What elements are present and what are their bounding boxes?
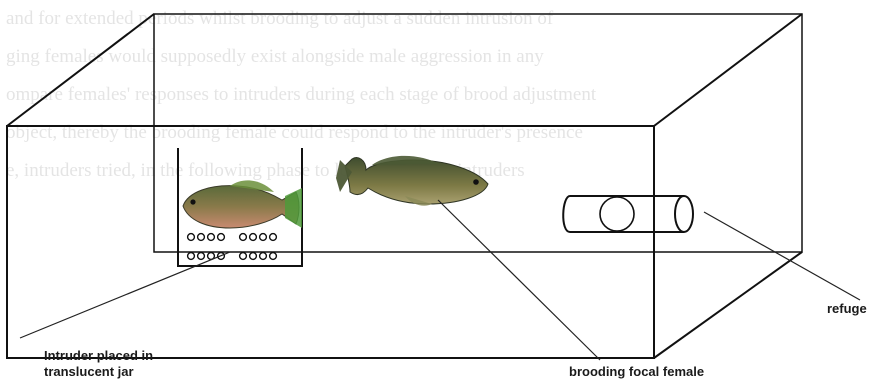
- refuge-label: refuge: [827, 301, 867, 317]
- tank-top-left-edge: [7, 14, 154, 126]
- intruder-leader-line: [20, 252, 230, 338]
- refuge-tube: [563, 196, 693, 232]
- leader-lines: [20, 200, 860, 360]
- focal-female-label: brooding focal female: [569, 364, 704, 380]
- focal-leader-line: [438, 200, 600, 360]
- tank-front-face: [7, 126, 654, 358]
- focal-female-fish: [336, 156, 488, 206]
- intruder-label: Intruder placed in translucent jar: [44, 348, 194, 380]
- tank-bottom-right-edge: [654, 252, 802, 358]
- intruder-fish: [183, 180, 302, 228]
- refuge-leader-line: [704, 212, 860, 300]
- tank-top-right-edge: [654, 14, 802, 126]
- jar-holes: [188, 234, 277, 260]
